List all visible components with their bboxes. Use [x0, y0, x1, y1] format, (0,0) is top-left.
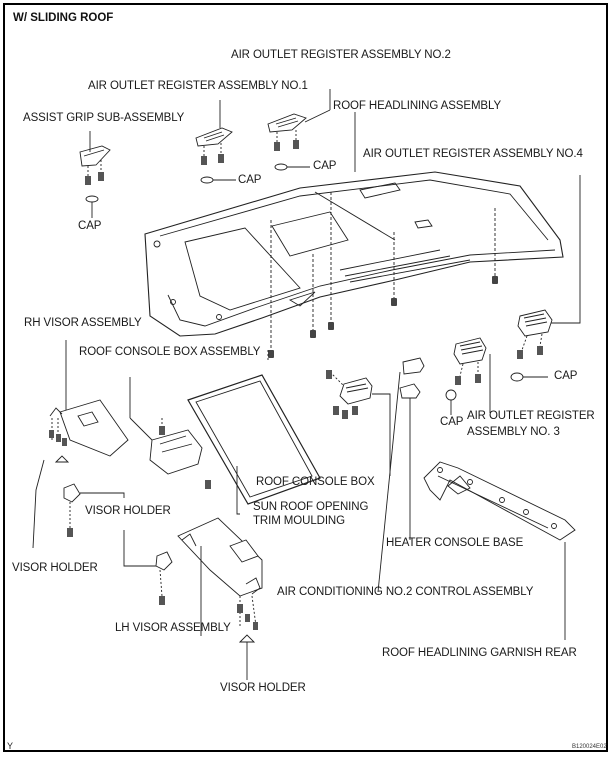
label-roof-console-box: ROOF CONSOLE BOX: [256, 476, 375, 488]
diagram-title: W/ SLIDING ROOF: [13, 12, 114, 24]
lh-visor-part: [177, 517, 263, 680]
rh-visor-part: [32, 340, 129, 549]
label-air-outlet-no4: AIR OUTLET REGISTER ASSEMBLY NO.4: [363, 148, 583, 160]
roof-headlining-garnish-rear-part: [423, 461, 576, 640]
label-visor-holder-3: VISOR HOLDER: [220, 682, 306, 694]
label-roof-headlining-assembly: ROOF HEADLINING ASSEMBLY: [333, 100, 502, 112]
label-cap-no3: CAP: [440, 416, 464, 428]
label-air-outlet-no3-line2: ASSEMBLY NO. 3: [467, 426, 560, 438]
air-outlet-no4-leader: [545, 175, 581, 324]
roof-console-box-part: [326, 370, 391, 476]
headlining-clips: [268, 276, 498, 358]
label-cap-no2: CAP: [313, 160, 337, 172]
label-air-outlet-no3-line1: AIR OUTLET REGISTER: [467, 410, 595, 422]
label-sun-roof-line2: TRIM MOULDING: [253, 515, 345, 527]
label-air-conditioning-no2: AIR CONDITIONING NO.2 CONTROL ASSEMBLY: [277, 586, 534, 598]
visor-holder-2-part: [123, 530, 173, 605]
label-cap-no4: CAP: [554, 370, 578, 382]
sun-roof-trim-moulding-part: [187, 374, 321, 515]
label-visor-holder-2: VISOR HOLDER: [12, 562, 98, 574]
label-roof-console-box-assembly: ROOF CONSOLE BOX ASSEMBLY: [79, 346, 261, 358]
figure-code: B120024E02: [572, 744, 607, 750]
air-outlet-no1-part: [195, 100, 236, 184]
label-air-outlet-no2: AIR OUTLET REGISTER ASSEMBLY NO.2: [231, 49, 451, 61]
label-heater-console-base: HEATER CONSOLE BASE: [386, 537, 524, 549]
roof-headlining-part: [144, 171, 564, 337]
label-rh-visor-assembly: RH VISOR ASSEMBLY: [24, 317, 142, 329]
visor-holder-1-part: [63, 483, 125, 537]
air-outlet-no3-part: [445, 337, 491, 415]
headlining-fastener-lines: [270, 192, 496, 350]
label-cap-assist-grip: CAP: [78, 220, 102, 232]
air-outlet-no4-part: [510, 309, 553, 382]
label-air-outlet-no1: AIR OUTLET REGISTER ASSEMBLY NO.1: [88, 80, 308, 92]
label-assist-grip: ASSIST GRIP SUB-ASSEMBLY: [23, 112, 185, 124]
footer-y-mark: Y: [7, 741, 14, 751]
label-roof-headlining-garnish-rear: ROOF HEADLINING GARNISH REAR: [382, 647, 577, 659]
label-sun-roof-line1: SUN ROOF OPENING: [253, 501, 369, 513]
air-outlet-no2-part: [267, 89, 331, 171]
assist-grip-part: [79, 131, 111, 218]
label-lh-visor-assembly: LH VISOR ASSEMBLY: [115, 622, 231, 634]
diagram-frame: [3, 3, 608, 752]
label-cap-no1: CAP: [238, 174, 262, 186]
heater-console-base-part: [377, 357, 425, 593]
roof-console-box-assembly-part: [129, 350, 269, 489]
label-visor-holder-1: VISOR HOLDER: [85, 505, 171, 517]
